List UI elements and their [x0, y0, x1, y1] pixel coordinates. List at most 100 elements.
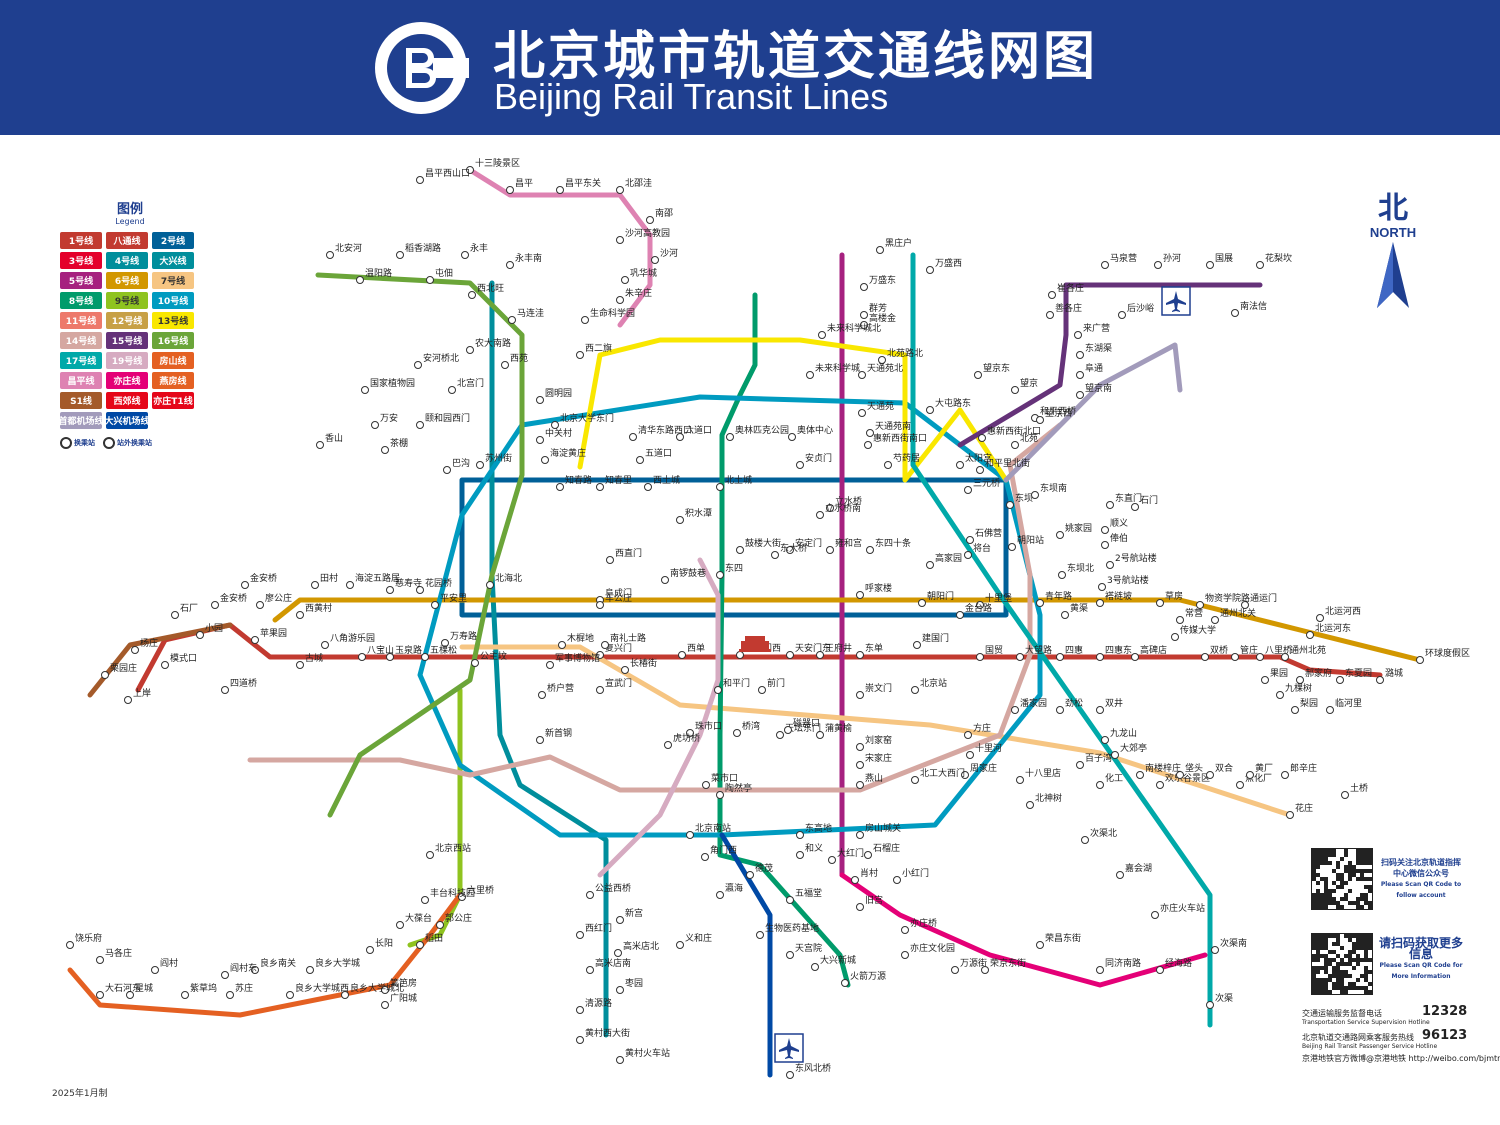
station-dot[interactable] [856, 651, 864, 659]
station-dot[interactable] [321, 641, 329, 649]
station[interactable]: 南邵 [646, 207, 674, 224]
station[interactable]: 东坝南 [1031, 482, 1068, 499]
station[interactable]: 桥户营 [538, 682, 575, 699]
station[interactable]: 万盛东 [860, 274, 897, 291]
station-dot[interactable] [1101, 736, 1109, 744]
station-dot[interactable] [1101, 526, 1109, 534]
station[interactable]: 次渠北 [1081, 827, 1118, 844]
station-dot[interactable] [1011, 706, 1019, 714]
station-dot[interactable] [1296, 676, 1304, 684]
station[interactable]: 花梨坎 [1256, 252, 1293, 269]
station[interactable]: 青年路 [1036, 590, 1073, 607]
station[interactable]: 物资学院路 [1196, 592, 1251, 609]
station-dot[interactable] [911, 776, 919, 784]
station[interactable]: 通州北苑 [1281, 644, 1327, 661]
station-dot[interactable] [1241, 601, 1249, 609]
station[interactable]: 惠新西街南口 [864, 432, 928, 449]
station-dot[interactable] [851, 876, 859, 884]
station[interactable]: 西直门 [606, 547, 643, 564]
station[interactable]: 万寿路 [441, 630, 478, 647]
station-dot[interactable] [426, 851, 434, 859]
station-dot[interactable] [1036, 416, 1044, 424]
station[interactable]: 荣昌东街 [1036, 932, 1082, 949]
station-dot[interactable] [1011, 441, 1019, 449]
station[interactable]: 广阳城 [381, 992, 418, 1009]
station[interactable]: 俸伯 [1101, 532, 1129, 549]
station-dot[interactable] [686, 729, 694, 737]
station-dot[interactable] [714, 686, 722, 694]
station[interactable]: 前门 [758, 677, 786, 694]
station-dot[interactable] [1154, 261, 1162, 269]
station[interactable]: 和平里北街 [976, 457, 1031, 474]
station[interactable]: 王府井 [816, 642, 853, 659]
station[interactable]: 星城 [126, 983, 154, 999]
station[interactable]: 小红门 [893, 867, 930, 884]
station[interactable]: 立水桥南 [816, 502, 862, 519]
station[interactable]: 颐和园西门 [416, 412, 471, 429]
station-dot[interactable] [786, 651, 794, 659]
station-dot[interactable] [616, 1056, 624, 1064]
station-dot[interactable] [784, 726, 792, 734]
station-dot[interactable] [876, 246, 884, 254]
station-dot[interactable] [1246, 771, 1254, 779]
station-dot[interactable] [96, 956, 104, 964]
station[interactable]: 崇文门 [856, 682, 893, 699]
station[interactable]: 3号航站楼 [1098, 574, 1149, 591]
station[interactable]: 枣园 [616, 978, 644, 994]
station[interactable]: 双桥 [1201, 644, 1229, 661]
station[interactable]: 四惠 [1056, 644, 1084, 661]
station-dot[interactable] [416, 941, 424, 949]
station[interactable]: 东风北桥 [786, 1062, 832, 1079]
station-dot[interactable] [926, 561, 934, 569]
station[interactable]: 五道口 [636, 447, 673, 464]
station-dot[interactable] [756, 931, 764, 939]
station[interactable]: 燕山 [856, 772, 884, 789]
station-dot[interactable] [1231, 653, 1239, 661]
station-dot[interactable] [716, 891, 724, 899]
station-dot[interactable] [596, 483, 604, 491]
station-dot[interactable] [1256, 261, 1264, 269]
station[interactable]: 天宫院 [786, 942, 823, 959]
station-dot[interactable] [1048, 291, 1056, 299]
station-dot[interactable] [1416, 656, 1424, 664]
station-dot[interactable] [251, 636, 259, 644]
station[interactable]: 未来科学城北 [818, 322, 882, 339]
station[interactable]: 焦化厂 [1236, 772, 1273, 789]
station-dot[interactable] [536, 396, 544, 404]
station-dot[interactable] [661, 576, 669, 584]
station-dot[interactable] [1056, 531, 1064, 539]
station-dot[interactable] [856, 691, 864, 699]
station[interactable]: 万盛西 [926, 257, 963, 274]
station-dot[interactable] [1261, 676, 1269, 684]
station-dot[interactable] [1008, 543, 1016, 551]
station[interactable]: 中关村 [536, 427, 573, 444]
station[interactable]: 常营 [1176, 607, 1204, 624]
station-dot[interactable] [558, 641, 566, 649]
station[interactable]: 孙河 [1154, 252, 1182, 269]
station[interactable]: 东四十条 [866, 537, 912, 554]
station-dot[interactable] [341, 991, 349, 999]
station[interactable]: 雍和宫 [826, 537, 863, 554]
station[interactable]: 奥林匹克公园 [726, 424, 790, 441]
station-dot[interactable] [866, 429, 874, 437]
station[interactable]: 国家植物园 [361, 377, 416, 394]
station[interactable]: 群芳 [860, 302, 888, 319]
station[interactable]: 宋家庄 [856, 752, 893, 769]
station[interactable]: 周家庄 [961, 762, 998, 779]
station-dot[interactable] [1281, 771, 1289, 779]
station[interactable]: 金安桥 [241, 572, 278, 589]
station-dot[interactable] [966, 751, 974, 759]
station[interactable]: 国贸 [976, 644, 1004, 661]
station-dot[interactable] [286, 991, 294, 999]
station[interactable]: 十里堡 [976, 592, 1013, 609]
station[interactable]: 西苑 [501, 352, 529, 369]
station-dot[interactable] [856, 591, 864, 599]
station[interactable]: 高米店南 [586, 957, 632, 974]
station-dot[interactable] [386, 586, 394, 594]
station-dot[interactable] [361, 386, 369, 394]
station[interactable]: 石榴庄 [864, 842, 901, 859]
station-dot[interactable] [596, 686, 604, 694]
station-dot[interactable] [918, 599, 926, 607]
station[interactable]: 未来科学城 [806, 362, 861, 379]
station-dot[interactable] [96, 991, 104, 999]
